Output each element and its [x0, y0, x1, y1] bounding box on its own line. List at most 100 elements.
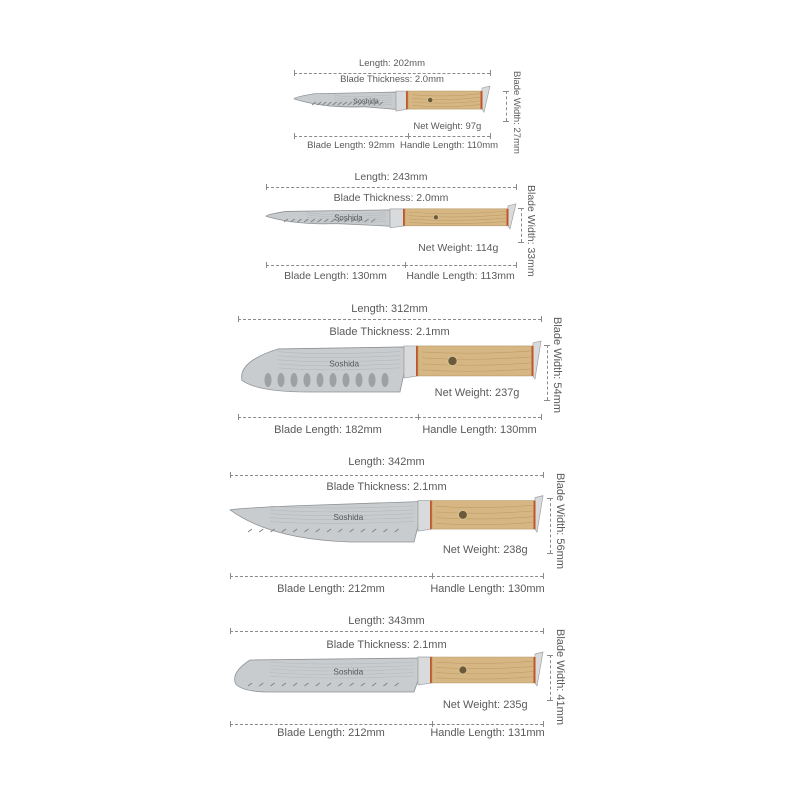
dim-tick [238, 414, 239, 420]
hammered-mark [337, 218, 343, 223]
net-weight-label: Net Weight: 235g [442, 699, 528, 712]
dim-tick [541, 414, 542, 420]
dim-tick [547, 700, 553, 701]
wood-grain [408, 217, 507, 221]
handle-length-line [408, 136, 490, 137]
hammered-mark [371, 682, 377, 687]
brand-logo: Soshida [329, 360, 359, 369]
blade-length-line [238, 417, 418, 418]
bolster [417, 656, 433, 686]
hammered-mark [342, 101, 348, 106]
net-weight-label: Net Weight: 97g [413, 121, 482, 133]
blade-width-line [521, 208, 522, 242]
hammered-mark [364, 218, 369, 223]
wood-grain [411, 100, 481, 104]
copper-ring [430, 500, 433, 530]
overall-length-line [230, 475, 543, 476]
hammered-mark [297, 218, 302, 223]
granton-dimple [316, 373, 324, 387]
wood-grain [421, 350, 532, 354]
hammered-mark [357, 218, 363, 223]
hammered-mark [290, 218, 296, 223]
blade-thickness-label: Blade Thickness: 2.1mm [326, 481, 447, 494]
hammered-mark [350, 218, 356, 223]
copper-ring [430, 657, 433, 683]
handle-length-label: Handle Length: 130mm [430, 583, 545, 596]
overall-length-line [238, 319, 541, 320]
hammered-mark [317, 218, 322, 223]
damascus-pattern [277, 359, 401, 363]
dim-tick [544, 400, 550, 401]
dim-tick [518, 208, 524, 209]
hammered-mark [363, 101, 368, 106]
granton-dimple [342, 373, 350, 387]
granton-dimple [290, 373, 298, 387]
handle-length-line [432, 576, 543, 577]
wood-grain [408, 221, 507, 225]
handle-length-line [405, 265, 516, 266]
hammered-mark [371, 528, 377, 533]
blade-width-line [550, 498, 551, 553]
brand-logo: Soshida [333, 513, 363, 522]
blade-thickness-label: Blade Thickness: 2.1mm [329, 326, 450, 339]
hammered-mark [303, 218, 309, 223]
dim-tick [230, 573, 231, 579]
dim-tick [418, 414, 419, 420]
hammered-mark [247, 682, 253, 687]
overall-length-tick [230, 472, 231, 478]
hammered-mark [337, 528, 343, 533]
blade-length-label: Blade Length: 212mm [277, 727, 385, 740]
brand-logo: Soshida [334, 213, 363, 222]
hammered-mark [360, 682, 366, 687]
blade-width-label: Blade Width: 41mm [554, 629, 566, 725]
dim-tick [547, 498, 553, 499]
damascus-pattern [333, 99, 393, 102]
hammered-mark [349, 682, 354, 687]
wood-grain [435, 666, 534, 669]
granton-dimple [329, 373, 337, 387]
wood-grain [435, 522, 534, 525]
net-weight-label: Net Weight: 114g [418, 241, 499, 254]
hammered-mark [330, 218, 336, 223]
damascus-pattern [269, 668, 415, 672]
hammered-mark [292, 682, 298, 687]
damascus-pattern [269, 509, 415, 513]
hammered-mark [337, 682, 343, 687]
hammered-mark [283, 218, 289, 223]
handle-length-label: Handle Length: 110mm [399, 140, 499, 152]
overall-length-line [266, 187, 516, 188]
overall-length-label: Length: 243mm [354, 170, 428, 183]
damascus-pattern [305, 212, 387, 215]
blade-width-line [506, 91, 507, 121]
dim-tick [516, 262, 517, 268]
wood-grain [435, 676, 534, 680]
hammered-mark [281, 528, 287, 533]
damascus-pattern [305, 214, 387, 217]
hammered-mark [332, 101, 337, 106]
damascus-pattern [269, 672, 415, 675]
damascus-pattern [277, 355, 401, 358]
copper-ring [531, 345, 534, 376]
wood-grain [435, 510, 534, 514]
hammered-mark [327, 101, 332, 106]
damascus-pattern [269, 505, 415, 509]
blade-length-label: Blade Length: 212mm [277, 583, 385, 596]
hammered-mark [311, 101, 317, 106]
blade-thickness-label: Blade Thickness: 2.0mm [340, 74, 444, 86]
damascus-pattern [333, 104, 393, 107]
net-weight-label: Net Weight: 238g [442, 544, 528, 557]
hammered-mark [360, 528, 366, 533]
overall-length-tick [294, 70, 295, 76]
handle-length-label: Handle Length: 113mm [406, 269, 515, 282]
wood-grain [435, 660, 534, 664]
overall-length-tick [543, 628, 544, 634]
hammered-mark [247, 528, 253, 533]
blade-length-line [230, 724, 432, 725]
wood-grain [408, 214, 507, 218]
wood-grain [411, 96, 481, 100]
brand-logo: Soshida [333, 668, 363, 677]
overall-length-tick [266, 184, 267, 190]
dim-tick [544, 345, 550, 346]
